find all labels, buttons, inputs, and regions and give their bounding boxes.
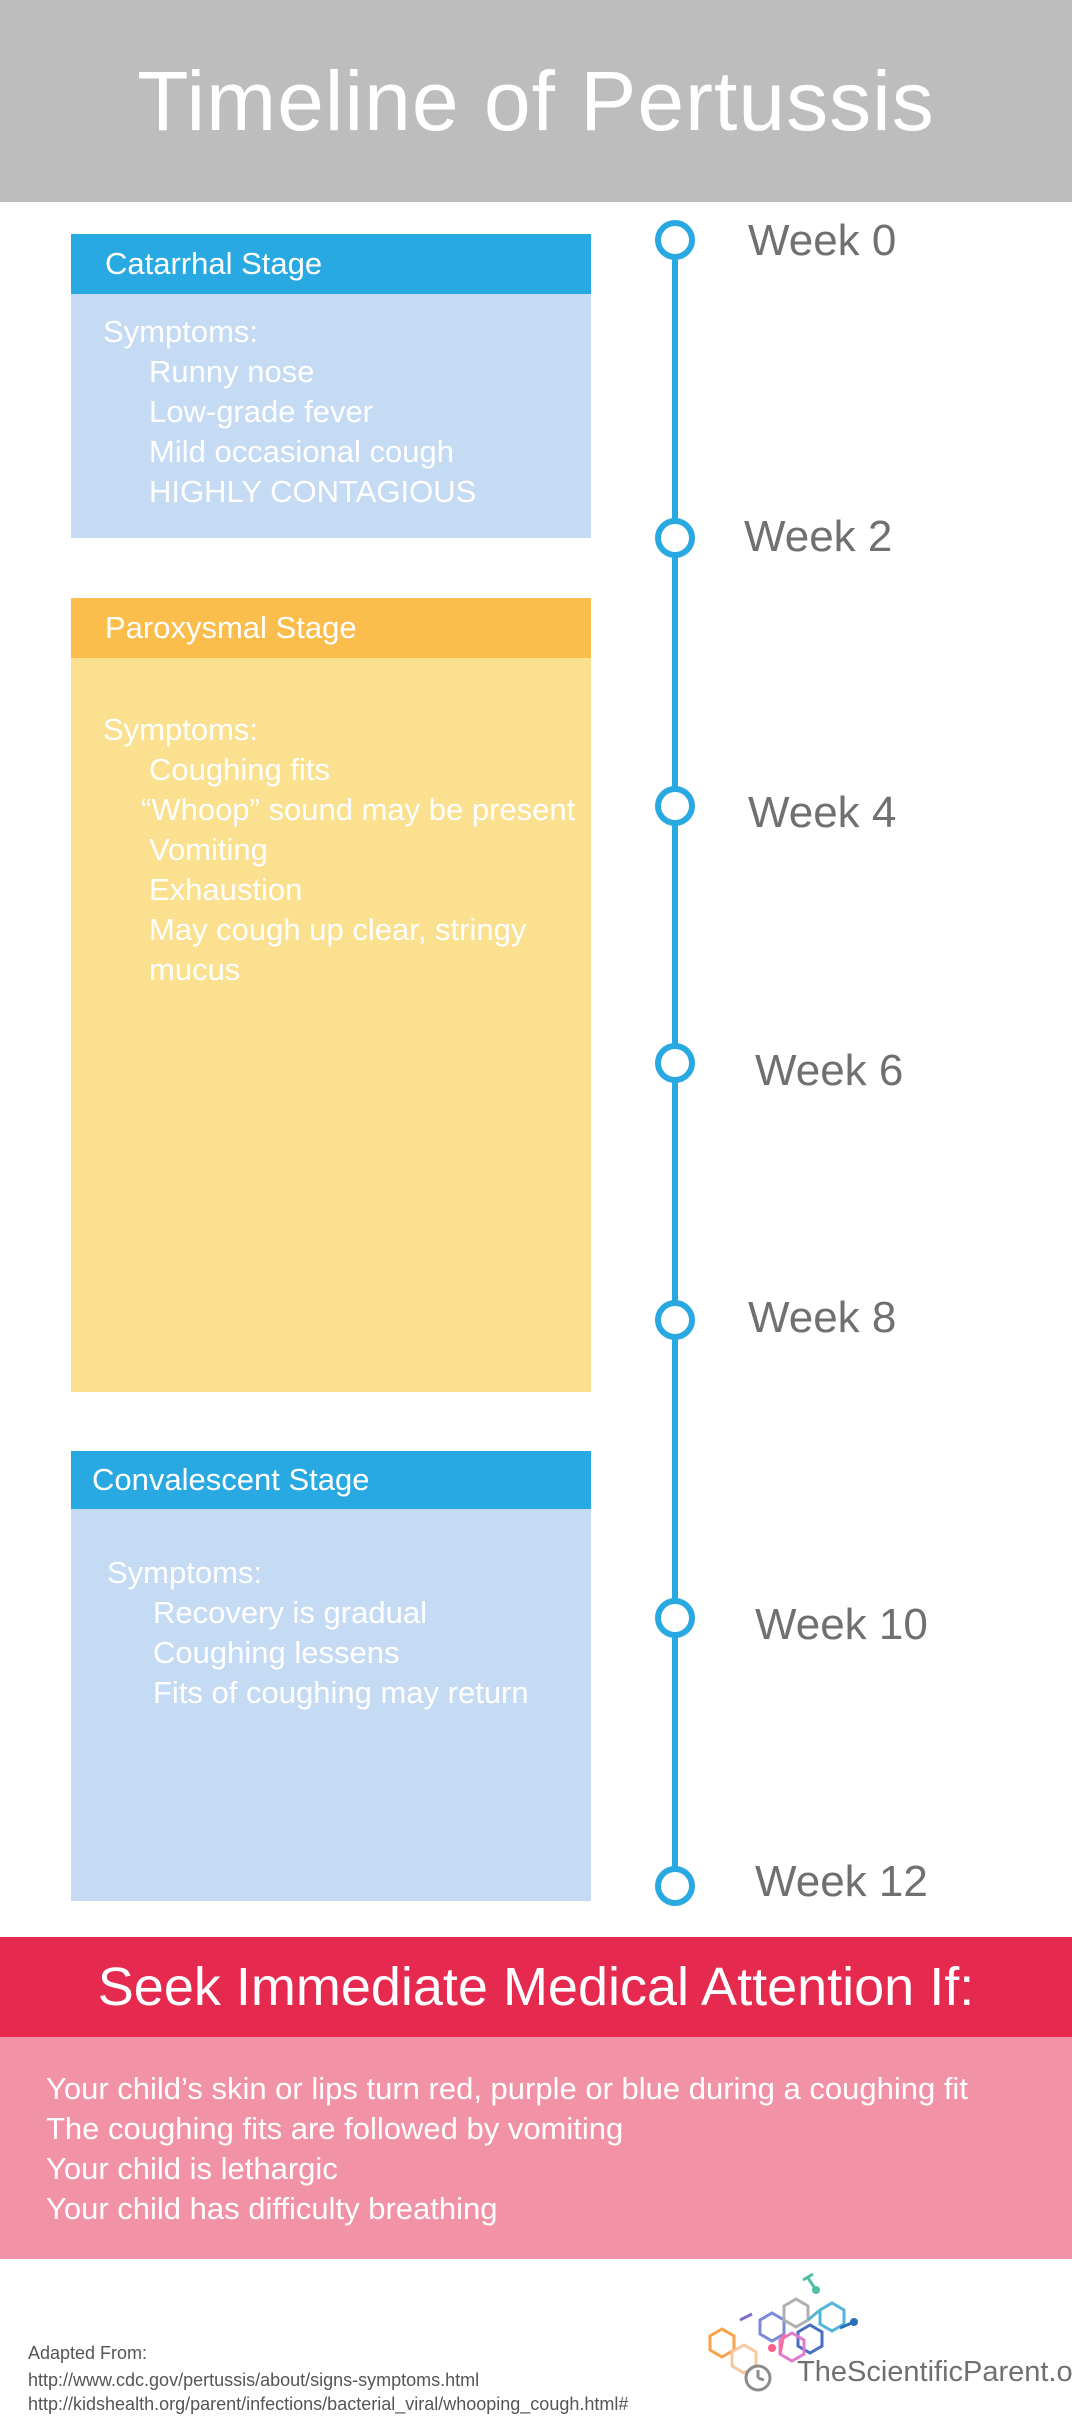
week-label: Week 2 (744, 512, 893, 561)
timeline-marker (655, 1300, 695, 1340)
symptom-item: Exhaustion (149, 872, 303, 907)
timeline-marker (655, 1043, 695, 1083)
symptom-item: HIGHLY CONTAGIOUS (149, 474, 477, 509)
symptom-item: Low-grade fever (149, 394, 374, 429)
alert-title: Seek Immediate Medical Attention If: (0, 1937, 1072, 2037)
alert-list: Your child’s skin or lips turn red, purp… (0, 2037, 1072, 2259)
symptom-item: Mild occasional cough (149, 434, 455, 469)
symptom-item: Fits of coughing may return (153, 1675, 529, 1710)
symptom-item: Recovery is gradual (153, 1595, 427, 1630)
stage-body-paroxysmal: Symptoms: Coughing fits “Whoop” sound ma… (71, 658, 591, 1392)
week-label: Week 10 (755, 1600, 928, 1649)
alert-item: Your child is lethargic (46, 2151, 338, 2186)
symptoms-label: Symptoms: (103, 712, 259, 747)
stage-title-paroxysmal: Paroxysmal Stage (71, 598, 591, 658)
symptom-item: Coughing fits (149, 752, 330, 787)
header-banner (0, 0, 1072, 202)
timeline-marker (655, 518, 695, 558)
source-link[interactable]: http://www.cdc.gov/pertussis/about/signs… (28, 2370, 480, 2390)
timeline-marker (655, 220, 695, 260)
symptom-item: mucus (149, 952, 241, 987)
week-label: Week 8 (748, 1293, 897, 1342)
symptoms-label: Symptoms: (107, 1555, 263, 1590)
timeline-marker (655, 1866, 695, 1906)
page-title: Timeline of Pertussis (137, 53, 935, 148)
brand-name[interactable]: TheScientificParent.org (797, 2356, 1072, 2388)
alert-item: Your child’s skin or lips turn red, purp… (46, 2071, 968, 2106)
molecule-logo-icon (708, 2272, 858, 2392)
adapted-from-label: Adapted From: (28, 2343, 148, 2363)
week-label: Week 0 (748, 216, 897, 265)
stage-body-convalescent: Symptoms: Recovery is gradual Coughing l… (71, 1509, 591, 1901)
stage-title-convalescent: Convalescent Stage (71, 1451, 591, 1509)
alert-item: Your child has difficulty breathing (46, 2191, 498, 2226)
symptom-item: Runny nose (149, 354, 315, 389)
symptoms-label: Symptoms: (103, 314, 259, 349)
stage-title-catarrhal: Catarrhal Stage (71, 234, 591, 294)
symptom-item: Coughing lessens (153, 1635, 400, 1670)
week-label: Week 6 (755, 1046, 904, 1095)
symptom-item: “Whoop” sound may be present (141, 792, 576, 827)
week-label: Week 4 (748, 788, 897, 837)
source-link[interactable]: http://kidshealth.org/parent/infections/… (28, 2394, 629, 2414)
week-label: Week 12 (755, 1857, 928, 1906)
symptom-item: Vomiting (149, 832, 268, 867)
stage-body-catarrhal: Symptoms: Runny nose Low-grade fever Mil… (71, 294, 591, 538)
timeline-marker (655, 1598, 695, 1638)
symptom-item: May cough up clear, stringy (149, 912, 527, 947)
alert-item: The coughing fits are followed by vomiti… (46, 2111, 624, 2146)
timeline-marker (655, 786, 695, 826)
